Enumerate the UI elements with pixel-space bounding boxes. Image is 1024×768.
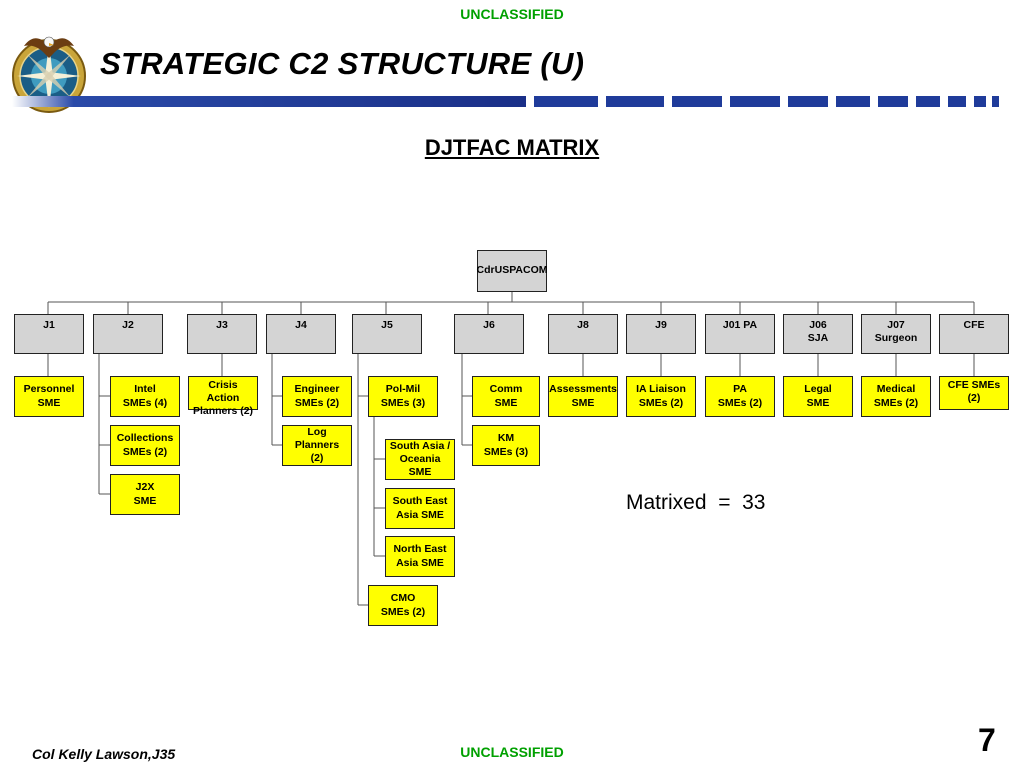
directorate-box-j06-sja: J06 SJA: [783, 314, 853, 354]
staff-label: Crisis Action Planners (2): [192, 379, 254, 418]
staff-label: CMO SMEs (2): [380, 592, 426, 618]
staff-box-north-east-asia-sme: North East Asia SME: [385, 536, 455, 577]
staff-box-pa-smes: PA SMEs (2): [705, 376, 775, 417]
page-number: 7: [978, 722, 996, 758]
staff-box-log-planners: Log Planners (2): [282, 425, 352, 466]
directorate-box-j9: J9: [626, 314, 696, 354]
eagle-compass-seal-icon: [12, 36, 86, 113]
directorate-box-j4: J4: [266, 314, 336, 354]
staff-box-ia-liaison-smes: IA Liaison SMEs (2): [626, 376, 696, 417]
staff-label: South Asia / Oceania SME: [389, 439, 451, 479]
directorate-label-j6: J6: [483, 319, 495, 331]
staff-label: Personnel SME: [23, 383, 75, 409]
staff-label: Medical SMEs (2): [873, 383, 919, 409]
staff-box-cmo-smes: CMO SMEs (2): [368, 585, 438, 626]
org-box-cdr-line2: USPACOM: [494, 263, 548, 276]
directorate-label-j9: J9: [655, 319, 667, 331]
directorate-box-j5: J5: [352, 314, 422, 354]
directorate-label-j4: J4: [295, 319, 307, 331]
staff-box-medical-smes: Medical SMEs (2): [861, 376, 931, 417]
directorate-box-j3: J3: [187, 314, 257, 354]
staff-box-assessments-sme: Assessments SME: [548, 376, 618, 417]
org-box-cdr-uspacom: Cdr USPACOM: [476, 250, 548, 292]
directorate-label-j07-surgeon: J07 Surgeon: [874, 319, 918, 345]
directorate-label-j5: J5: [381, 319, 393, 331]
staff-label: PA SMEs (2): [717, 383, 763, 409]
staff-box-legal-sme: Legal SME: [783, 376, 853, 417]
directorate-box-j1: J1: [14, 314, 84, 354]
staff-label: CFE SMEs (2): [947, 379, 1001, 405]
staff-label: Engineer SMEs (2): [294, 383, 340, 409]
staff-box-comm-sme: Comm SME: [472, 376, 540, 417]
staff-label: Collections SMEs (2): [116, 432, 174, 458]
footer-author: Col Kelly Lawson,J35: [32, 746, 176, 762]
staff-box-cfe-smes: CFE SMEs (2): [939, 376, 1009, 410]
staff-box-j2x-sme: J2X SME: [110, 474, 180, 515]
directorate-label-j06-sja: J06 SJA: [807, 319, 829, 345]
directorate-label-j3: J3: [216, 319, 228, 331]
directorate-box-j8: J8: [548, 314, 618, 354]
directorate-box-j07-surgeon: J07 Surgeon: [861, 314, 931, 354]
staff-box-crisis-action-planners: Crisis Action Planners (2): [188, 376, 258, 417]
title-rule-bar: [12, 96, 999, 107]
classification-banner-bottom: UNCLASSIFIED: [460, 744, 564, 760]
staff-box-personnel-sme: Personnel SME: [14, 376, 84, 417]
staff-label: Assessments SME: [549, 383, 617, 409]
staff-box-south-east-asia-sme: South East Asia SME: [385, 488, 455, 529]
staff-box-pol-mil-smes: Pol-Mil SMEs (3): [368, 376, 438, 417]
page-title: STRATEGIC C2 STRUCTURE (U): [100, 46, 585, 81]
directorate-box-j01-pa: J01 PA: [705, 314, 775, 354]
staff-label: Pol-Mil SMEs (3): [380, 383, 426, 409]
directorate-label-j01-pa: J01 PA: [722, 319, 758, 331]
matrixed-total: Matrixed = 33: [626, 491, 766, 514]
staff-label: Log Planners (2): [294, 425, 340, 465]
directorate-label-j1: J1: [43, 319, 55, 331]
directorate-box-j2: J2: [93, 314, 163, 354]
staff-label: IA Liaison SMEs (2): [636, 383, 686, 409]
staff-label: Comm SME: [489, 383, 523, 409]
directorate-box-cfe: CFE: [939, 314, 1009, 354]
staff-label: Legal SME: [804, 383, 832, 409]
staff-label: J2X SME: [133, 481, 157, 507]
matrix-subtitle: DJTFAC MATRIX: [424, 135, 600, 160]
directorate-box-j6: J6: [454, 314, 524, 354]
org-box-cdr-line1: Cdr: [476, 263, 495, 276]
staff-box-south-asia-oceania-sme: South Asia / Oceania SME: [385, 439, 455, 480]
staff-box-collections-smes: Collections SMEs (2): [110, 425, 180, 466]
staff-box-engineer-smes: Engineer SMEs (2): [282, 376, 352, 417]
staff-label: KM SMEs (3): [483, 432, 529, 458]
classification-banner-top: UNCLASSIFIED: [460, 6, 564, 22]
staff-box-intel-smes: Intel SMEs (4): [110, 376, 180, 417]
staff-label: Intel SMEs (4): [122, 383, 168, 409]
directorate-label-j2: J2: [122, 319, 134, 331]
staff-box-km-smes: KM SMEs (3): [472, 425, 540, 466]
staff-label: South East Asia SME: [392, 495, 448, 521]
staff-label: North East Asia SME: [393, 543, 447, 569]
directorate-label-cfe: CFE: [963, 319, 985, 331]
directorate-label-j8: J8: [577, 319, 589, 331]
